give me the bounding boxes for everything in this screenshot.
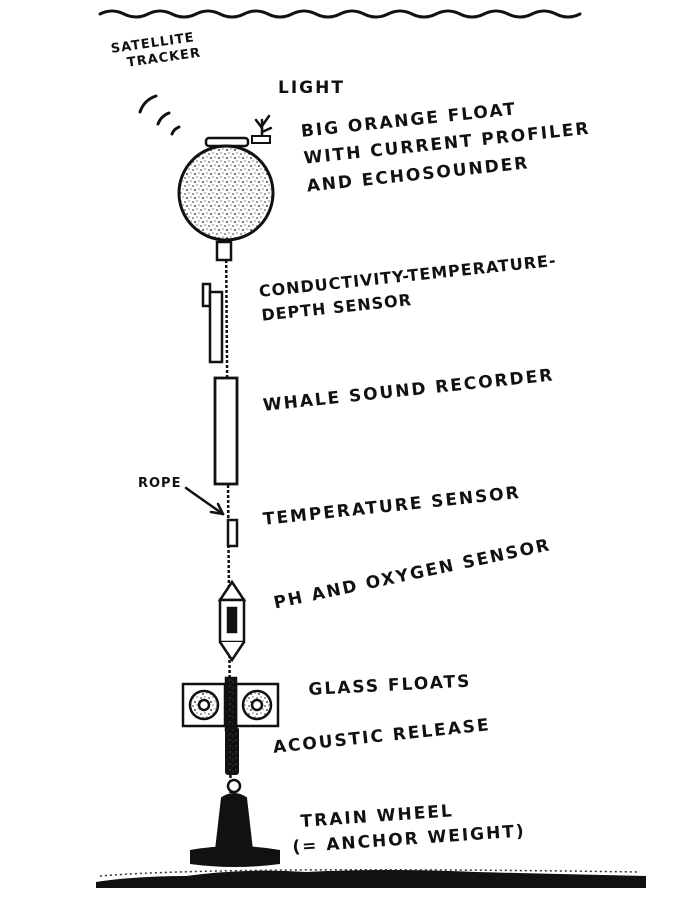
light-icon <box>254 114 273 140</box>
whale-sound-recorder <box>213 376 239 486</box>
glass-floats <box>181 676 280 732</box>
label-light: LIGHT <box>278 78 345 98</box>
sea-surface-line <box>98 9 582 19</box>
satellite-signal-icon <box>138 94 181 136</box>
acoustic-release <box>225 727 239 775</box>
label-rope: ROPE <box>138 476 182 491</box>
temperature-sensor <box>226 518 239 548</box>
big-orange-float <box>177 144 275 242</box>
ph-oxygen-sensor <box>217 579 247 663</box>
anchor-shackle <box>226 778 242 794</box>
ctd-sensor <box>201 282 224 364</box>
rope-arrow <box>184 486 225 516</box>
sea-floor <box>96 870 646 888</box>
train-wheel-anchor <box>214 793 254 851</box>
